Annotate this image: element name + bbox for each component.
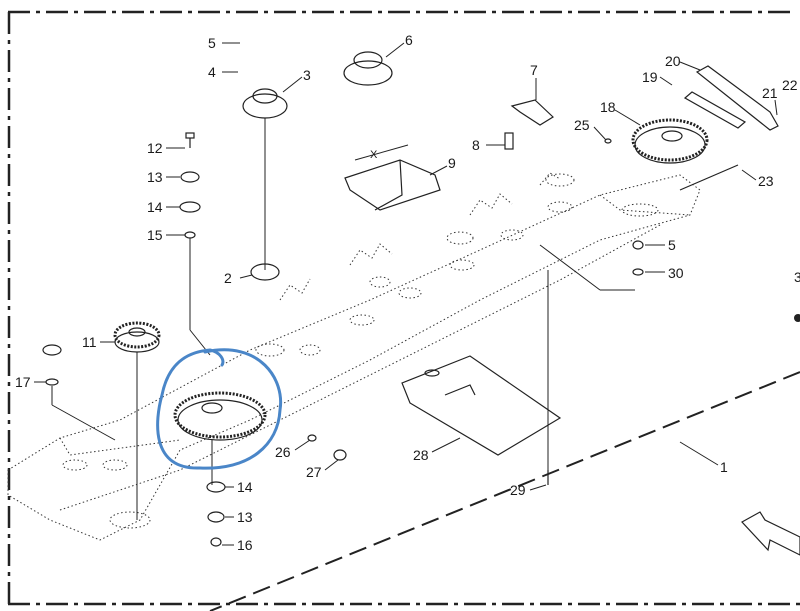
- callout-27: 27: [306, 464, 322, 480]
- callout-28: 28: [413, 447, 429, 463]
- callout-14-top: 14: [147, 199, 163, 215]
- callout-14-bottom: 14: [237, 479, 253, 495]
- right-fasteners: [504, 132, 800, 485]
- callout-9: 9: [448, 155, 456, 171]
- callout-29: 29: [510, 482, 526, 498]
- callout-25: 25: [574, 117, 590, 133]
- callout-2: 2: [224, 270, 232, 286]
- guard-part-9: [344, 144, 441, 211]
- callout-23: 23: [758, 173, 774, 189]
- callout-12: 12: [147, 140, 163, 156]
- callout-8: 8: [472, 137, 480, 153]
- cover-plate-28: [401, 355, 562, 456]
- callout-7: 7: [530, 62, 538, 78]
- callout-30: 30: [668, 265, 684, 281]
- highlighted-gear: [173, 391, 267, 485]
- callout-26: 26: [275, 444, 291, 460]
- callout-16: 16: [237, 537, 253, 553]
- callout-15: 15: [147, 227, 163, 243]
- left-fastener-stack: [42, 132, 211, 441]
- edge-partial-label: 3: [794, 269, 800, 285]
- bracket-part-7: [510, 99, 554, 126]
- plates-19-20: [683, 65, 779, 131]
- gear-11: [113, 321, 161, 520]
- callout-18: 18: [600, 99, 616, 115]
- hub-part-3: [242, 88, 288, 270]
- direction-arrow: [741, 511, 800, 556]
- highlight-circle: [156, 348, 283, 470]
- callout-13-bottom: 13: [237, 509, 253, 525]
- callout-4: 4: [208, 64, 216, 80]
- callout-5-right: 5: [668, 237, 676, 253]
- callout-20: 20: [665, 53, 681, 69]
- callout-11: 11: [82, 334, 97, 350]
- gear-18: [631, 118, 709, 164]
- cutter-bar-frame: [7, 172, 701, 541]
- sheet-border: [7, 10, 800, 606]
- callout-22: 22: [782, 77, 798, 93]
- callout-3: 3: [303, 67, 311, 83]
- callout-19: 19: [642, 69, 658, 85]
- callout-21: 21: [762, 85, 778, 101]
- leader-lines: [34, 42, 778, 546]
- callout-labels: 1 2 3 4 5 5 6 7 8 9 11 12 13 13 14 14 15…: [15, 32, 800, 553]
- callout-6: 6: [405, 32, 413, 48]
- hub-part-6: [343, 51, 393, 86]
- lower-fastener-stack: [206, 434, 347, 547]
- boundary-line: [209, 371, 800, 611]
- callout-5-top: 5: [208, 35, 216, 51]
- callout-13-top: 13: [147, 169, 163, 185]
- callout-1: 1: [720, 459, 728, 475]
- dimension-x-label: X: [370, 149, 378, 161]
- o-ring-2: [250, 263, 280, 281]
- callout-17: 17: [15, 374, 31, 390]
